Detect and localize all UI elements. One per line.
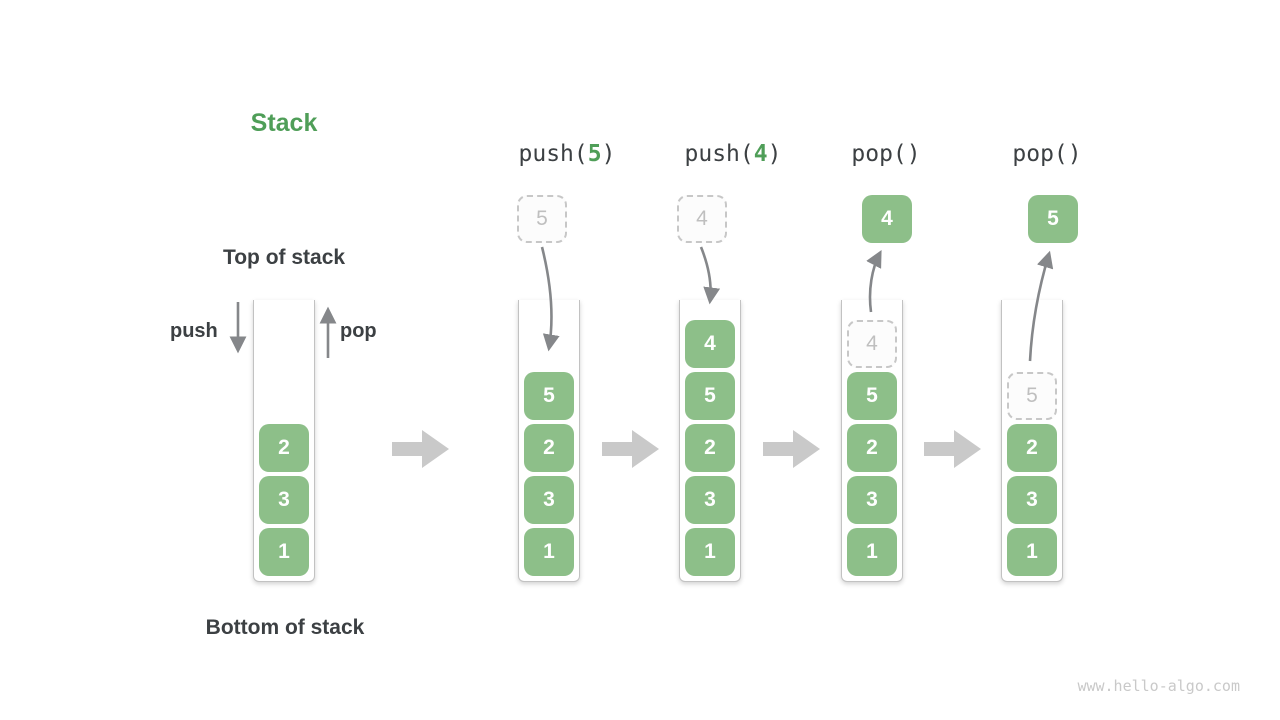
op-label-part: 5 [587, 141, 602, 167]
stack-element: 2 [1007, 424, 1057, 472]
stack-element: 5 [685, 372, 735, 420]
floating-element-push-5: 5 [517, 195, 567, 243]
op-label-part: ) [1067, 141, 1082, 167]
stack-element: 3 [1007, 476, 1057, 524]
op-label-pop-second: pop() [1012, 141, 1081, 167]
stack-element: 2 [847, 424, 897, 472]
op-label-part: pop( [1012, 141, 1068, 167]
stack-element: 2 [685, 424, 735, 472]
stack-element: 3 [524, 476, 574, 524]
stack-element: 5 [847, 372, 897, 420]
stack-element: 3 [847, 476, 897, 524]
diagram-title: Stack [250, 109, 318, 137]
bottom-of-stack-label: Bottom of stack [205, 616, 365, 639]
stack-element: 2 [259, 424, 309, 472]
floating-element-pop-first: 4 [862, 195, 912, 243]
stack-element: 1 [524, 528, 574, 576]
op-label-push-5: push(5) [519, 141, 616, 167]
op-label-part: ) [906, 141, 921, 167]
op-label-part: 4 [753, 141, 768, 167]
top-of-stack-label: Top of stack [222, 246, 346, 269]
op-label-part: push( [684, 141, 754, 167]
stack-element-ghost: 5 [1007, 372, 1057, 420]
stack-element: 2 [524, 424, 574, 472]
stack-element-ghost: 4 [847, 320, 897, 368]
push-label: push [170, 320, 218, 342]
stack-element: 1 [685, 528, 735, 576]
stack-element: 4 [685, 320, 735, 368]
pop-label: pop [340, 320, 377, 342]
stack-element: 5 [524, 372, 574, 420]
floating-element-push-4: 4 [677, 195, 727, 243]
op-label-part: push( [518, 141, 588, 167]
watermark: www.hello-algo.com [1077, 677, 1240, 695]
op-label-push-4: push(4) [685, 141, 782, 167]
op-label-part: ) [601, 141, 616, 167]
op-label-part: pop( [851, 141, 907, 167]
op-label-pop-first: pop() [851, 141, 920, 167]
stack-element: 1 [1007, 528, 1057, 576]
stack-element: 1 [847, 528, 897, 576]
stack-element: 3 [685, 476, 735, 524]
op-label-part: ) [767, 141, 782, 167]
stack-element: 1 [259, 528, 309, 576]
stack-element: 3 [259, 476, 309, 524]
floating-element-pop-second: 5 [1028, 195, 1078, 243]
